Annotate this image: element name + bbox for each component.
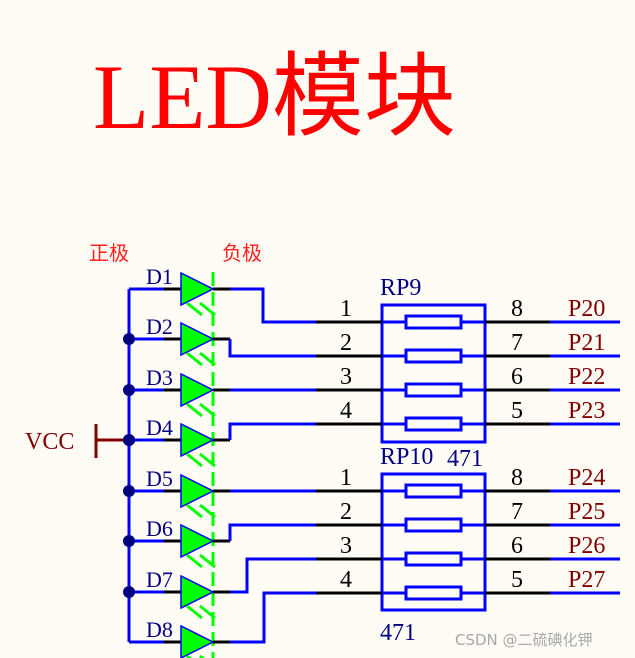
cathode-label: 负极	[222, 241, 262, 265]
led-designator: D4	[146, 415, 173, 440]
led-diode-icon	[180, 271, 215, 307]
net-label: P23	[568, 398, 605, 424]
led-light-arrow	[186, 351, 203, 367]
led-designator: D5	[146, 466, 173, 491]
resistor-pack-ref: RP9	[380, 275, 421, 301]
led-diode-icon	[180, 473, 215, 509]
resistor-pack-body	[380, 303, 487, 444]
net-label: P21	[568, 330, 605, 356]
junction-dot	[123, 384, 135, 396]
led-designator: D3	[146, 365, 173, 390]
pin-number: 8	[511, 465, 523, 491]
junction-dot	[123, 333, 135, 345]
junction-dot	[123, 434, 135, 446]
pin-number: 4	[340, 398, 352, 424]
led-designator: D7	[146, 567, 173, 592]
led-to-resistor-wire	[230, 557, 316, 594]
resistor-pack-body	[380, 472, 487, 612]
pin-number: 2	[340, 330, 352, 356]
led-to-resistor-wire	[228, 339, 316, 358]
resistor-icon	[404, 348, 463, 364]
junction-dot	[123, 485, 135, 497]
led-light-arrow	[199, 553, 216, 569]
vcc-label: VCC	[25, 429, 74, 455]
led-to-resistor-wire	[228, 422, 316, 440]
page-title: LED模块	[93, 46, 456, 148]
pin-number: 6	[511, 533, 523, 559]
led-light-arrow	[186, 604, 203, 620]
led-light-arrow	[186, 553, 203, 569]
resistor-pack-value: 471	[447, 446, 483, 472]
led-designator: D6	[146, 516, 173, 541]
net-label: P27	[568, 567, 605, 593]
pin-number: 7	[511, 499, 523, 525]
led-light-arrow	[199, 604, 216, 620]
pin-number: 8	[511, 296, 523, 322]
led-diode-icon	[180, 422, 215, 458]
led-light-arrow	[199, 351, 216, 367]
led-to-resistor-wire	[230, 591, 316, 644]
resistor-icon	[404, 416, 463, 432]
net-label: P24	[568, 465, 605, 491]
led-light-arrow	[186, 452, 203, 468]
pin-number: 3	[340, 364, 352, 390]
resistor-icon	[404, 551, 463, 567]
led-diode-icon	[180, 574, 215, 610]
led-to-resistor-wire	[230, 287, 316, 324]
pin-number: 1	[340, 465, 352, 491]
pin-number: 2	[340, 499, 352, 525]
pin-number: 4	[340, 567, 352, 593]
junction-dot	[123, 586, 135, 598]
pin-number: 6	[511, 364, 523, 390]
led-to-resistor-wire	[228, 523, 316, 541]
resistor-icon	[404, 382, 463, 398]
net-label: P20	[568, 296, 605, 322]
net-label: P25	[568, 499, 605, 525]
led-diode-icon	[180, 321, 215, 357]
led-diode-icon	[180, 372, 215, 408]
resistor-icon	[404, 585, 463, 601]
led-designator: D2	[146, 314, 173, 339]
resistor-icon	[404, 314, 463, 330]
anode-label: 正极	[89, 241, 129, 265]
resistor-icon	[404, 483, 463, 499]
net-label: P26	[568, 533, 605, 559]
led-diode-icon	[180, 523, 215, 559]
pin-number: 5	[511, 398, 523, 424]
pin-number: 3	[340, 533, 352, 559]
led-light-arrow	[199, 503, 216, 519]
resistor-icon	[404, 517, 463, 533]
net-label: P22	[568, 364, 605, 390]
led-designator: D8	[146, 617, 173, 642]
pin-number: 5	[511, 567, 523, 593]
led-light-arrow	[186, 301, 203, 317]
watermark: CSDN @二硫碘化钾	[455, 631, 593, 649]
led-light-arrow	[199, 452, 216, 468]
junction-dot	[123, 535, 135, 547]
pin-number: 1	[340, 296, 352, 322]
pin-number: 7	[511, 330, 523, 356]
led-diode-icon	[180, 624, 215, 658]
led-light-arrow	[186, 503, 203, 519]
led-designator: D1	[146, 264, 173, 289]
led-light-arrow	[186, 402, 203, 418]
led-light-arrow	[199, 301, 216, 317]
led-light-arrow	[199, 402, 216, 418]
resistor-pack-value: 471	[380, 620, 416, 646]
resistor-pack-ref: RP10	[380, 444, 433, 470]
